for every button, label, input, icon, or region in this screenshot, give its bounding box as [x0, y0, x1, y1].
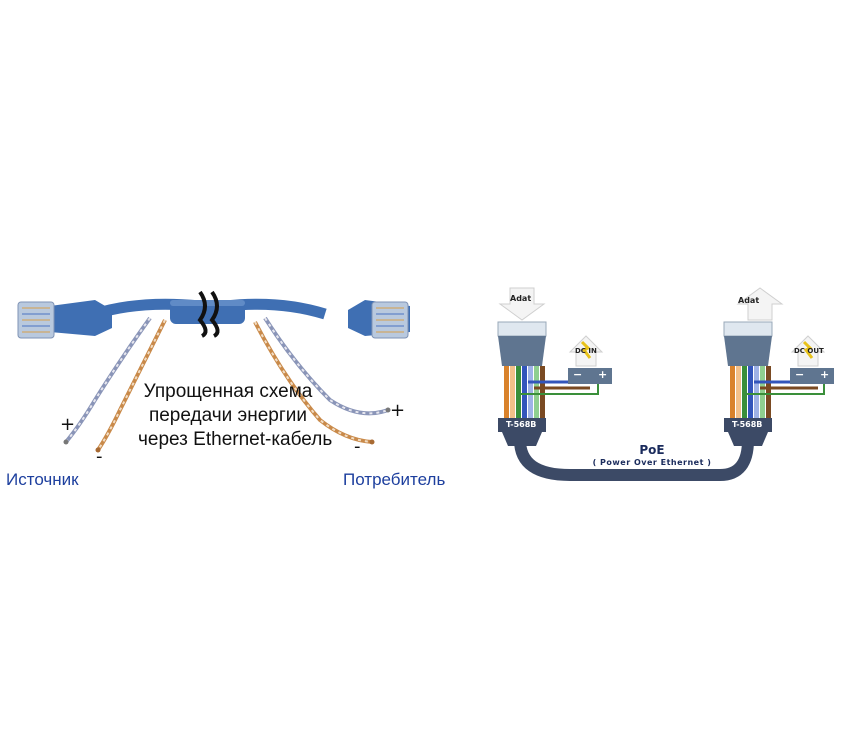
- caption-line-2: передачи энергии: [148, 405, 308, 426]
- diagram-caption: Упрощенная схема передачи энергии через …: [138, 380, 333, 452]
- consumer-plus-sign: +: [390, 400, 406, 421]
- source-wire-pair: [64, 316, 167, 452]
- dc-in-plus: +: [598, 368, 608, 381]
- right-connector: [723, 287, 834, 446]
- source-label: Источник: [6, 470, 79, 489]
- dc-in-minus: −: [573, 368, 583, 381]
- consumer-label: Потребитель: [343, 470, 446, 489]
- poe-title: PoE: [639, 443, 665, 457]
- poe-wiring-diagram: [497, 287, 834, 481]
- source-minus-sign: -: [96, 446, 103, 467]
- dc-out-plus: +: [820, 368, 830, 381]
- right-data-arrow-label: Adat: [738, 296, 760, 305]
- ethernet-cable: [93, 290, 327, 338]
- poe-cable-illustration: [17, 290, 410, 453]
- poe-subtitle: ( Power Over Ethernet ): [592, 458, 712, 467]
- caption-line-3: через Ethernet-кабель: [138, 429, 333, 450]
- consumer-minus-sign: -: [354, 436, 361, 457]
- rj45-plug-right: [348, 300, 410, 339]
- left-connector: [497, 287, 612, 446]
- dc-in-label: DC IN: [575, 347, 597, 355]
- poe-cable: [514, 439, 754, 481]
- right-standard-label: T-568B: [732, 420, 763, 429]
- source-plus-sign: +: [60, 414, 76, 435]
- consumer-wire-pair: [253, 316, 389, 444]
- dc-out-minus: −: [795, 368, 805, 381]
- rj45-plug-left: [17, 300, 112, 339]
- left-data-arrow-label: Adat: [510, 294, 532, 303]
- caption-line-1: Упрощенная схема: [143, 381, 313, 402]
- left-standard-label: T-568B: [506, 420, 537, 429]
- dc-out-label: DC OUT: [794, 347, 824, 355]
